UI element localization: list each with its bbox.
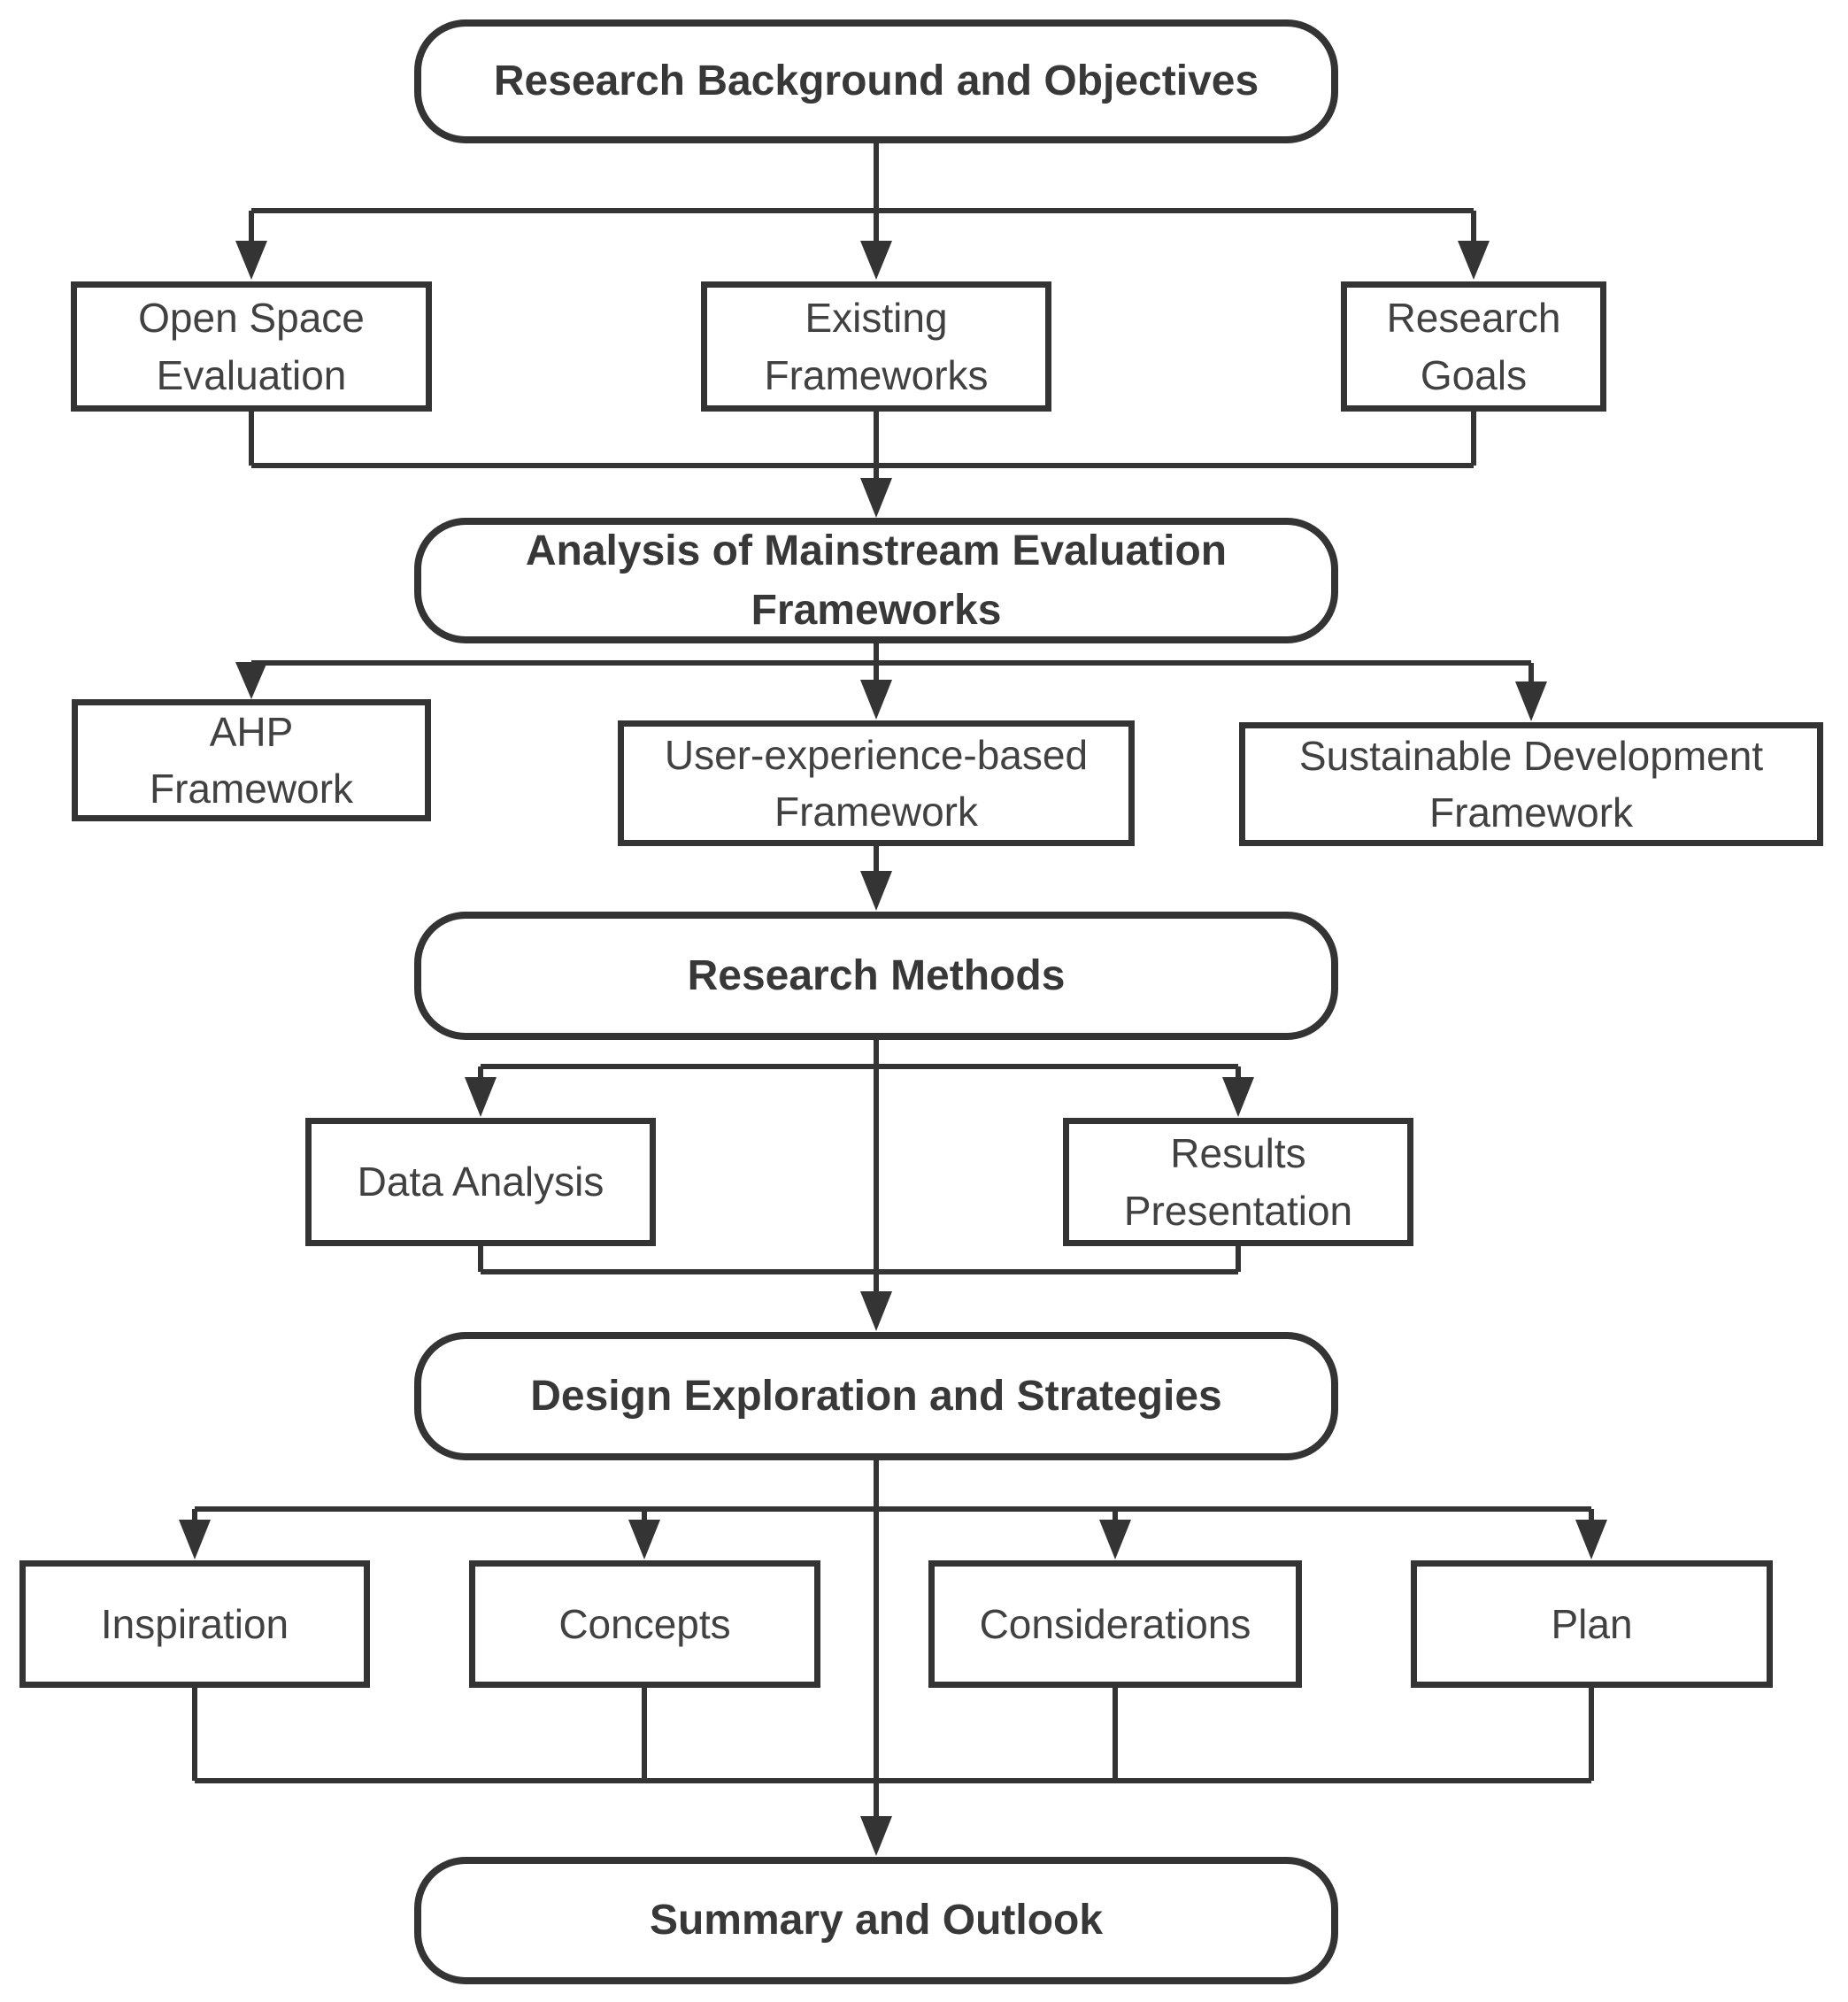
node-label: Research Goals	[1386, 295, 1561, 398]
node-design-exploration-and-strategies: Design Exploration and Strategies	[414, 1332, 1338, 1460]
node-inspiration: Inspiration	[19, 1560, 370, 1688]
node-label: Considerations	[979, 1600, 1251, 1647]
node-label: Design Exploration and Strategies	[530, 1372, 1222, 1420]
node-considerations: Considerations	[928, 1560, 1302, 1688]
node-sustainable-development-framework: Sustainable Development Framework	[1239, 722, 1823, 846]
node-user-experience-based-framework: User-experience-based Framework	[618, 720, 1135, 846]
connector-arrowheads	[179, 241, 1607, 1856]
node-plan: Plan	[1411, 1560, 1773, 1688]
node-label: Sustainable Development Framework	[1298, 732, 1764, 835]
node-label: Plan	[1551, 1600, 1633, 1647]
node-research-goals: Research Goals	[1341, 281, 1606, 412]
node-label: Results Presentation	[1123, 1130, 1353, 1234]
node-label: AHP Framework	[149, 708, 354, 812]
node-label: Concepts	[558, 1600, 731, 1647]
node-results-presentation: Results Presentation	[1063, 1118, 1413, 1246]
node-label: Analysis of Mainstream Evaluation Framew…	[525, 527, 1228, 634]
node-existing-frameworks: Existing Frameworks	[701, 281, 1051, 412]
node-data-analysis: Data Analysis	[305, 1118, 656, 1246]
node-summary-and-outlook: Summary and Outlook	[414, 1857, 1338, 1984]
node-research-methods: Research Methods	[414, 912, 1338, 1040]
node-research-background-and-objectives: Research Background and Objectives	[414, 19, 1338, 143]
node-open-space-evaluation: Open Space Evaluation	[71, 281, 432, 412]
node-label: User-experience-based Framework	[664, 731, 1089, 835]
node-label: Summary and Outlook	[649, 1897, 1104, 1944]
node-label: Existing Frameworks	[764, 295, 989, 398]
connector-lines	[192, 140, 1594, 1818]
node-label: Research Methods	[687, 951, 1066, 999]
node-label: Data Analysis	[357, 1159, 604, 1205]
node-label: Research Background and Objectives	[493, 58, 1259, 105]
node-label: Inspiration	[100, 1600, 289, 1647]
node-ahp-framework: AHP Framework	[72, 699, 431, 821]
node-concepts: Concepts	[469, 1560, 820, 1688]
node-label: Open Space Evaluation	[138, 295, 365, 398]
node-analysis-of-mainstream-evaluation-frameworks: Analysis of Mainstream Evaluation Framew…	[414, 518, 1338, 643]
